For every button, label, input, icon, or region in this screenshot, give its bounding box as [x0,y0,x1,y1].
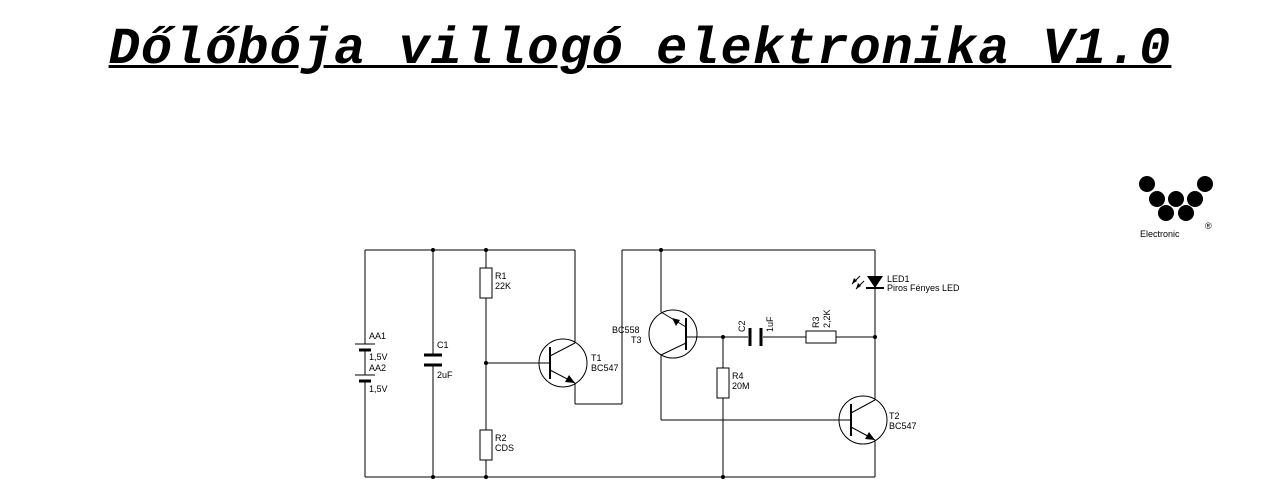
t3-value: BC558 [612,325,640,335]
aa1-value: 1,5V [369,352,388,362]
t3-ref: T3 [631,335,642,345]
logo-text: Electronic [1140,229,1180,239]
r1-value: 22K [495,281,511,291]
t1-ref: T1 [591,353,602,363]
capacitor-c2: C2 1uF [737,316,775,346]
t2-value: BC547 [889,421,917,431]
r4-ref: R4 [732,371,744,381]
c1-ref: C1 [437,340,449,350]
r2-ref: R2 [495,433,507,443]
r2-value: CDS [495,443,514,453]
r4-value: 20M [732,381,750,391]
r1-ref: R1 [495,271,507,281]
capacitor-c1: C1 2uF [424,340,453,380]
page-title: Dőlőbója villogó elektronika V1.0 [108,20,1172,79]
led-led1: LED1 Piros Fényes LED [851,274,960,293]
aa2-ref: AA2 [369,363,386,373]
resistor-r4: R4 20M [716,367,750,399]
resistor-r2: R2 CDS [479,429,514,461]
logo-registered-mark: ® [1205,221,1212,231]
c2-value: 1uF [765,316,775,332]
battery-aa2: AA2 1,5V [355,363,388,395]
wires [364,249,876,478]
battery-aa1: AA1 1,5V [355,331,388,375]
led1-value: Piros Fényes LED [887,283,960,293]
aa1-ref: AA1 [369,331,386,341]
electronic-logo: Electronic ® [1139,176,1213,239]
transistor-t3: BC558 T3 [612,309,698,359]
transistor-t2: T2 BC547 [838,395,917,445]
resistor-r3: R3 2,2K [805,309,837,344]
c2-ref: C2 [737,320,747,332]
r3-ref: R3 [811,316,821,328]
junctions [431,248,877,479]
c1-value: 2uF [437,370,453,380]
aa2-value: 1,5V [369,384,388,394]
t1-value: BC547 [591,363,619,373]
t2-ref: T2 [889,411,900,421]
r3-value: 2,2K [822,309,832,328]
transistor-t1: T1 BC547 [538,338,619,388]
resistor-r1: R1 22K [479,267,511,299]
led1-ref: LED1 [887,274,910,284]
